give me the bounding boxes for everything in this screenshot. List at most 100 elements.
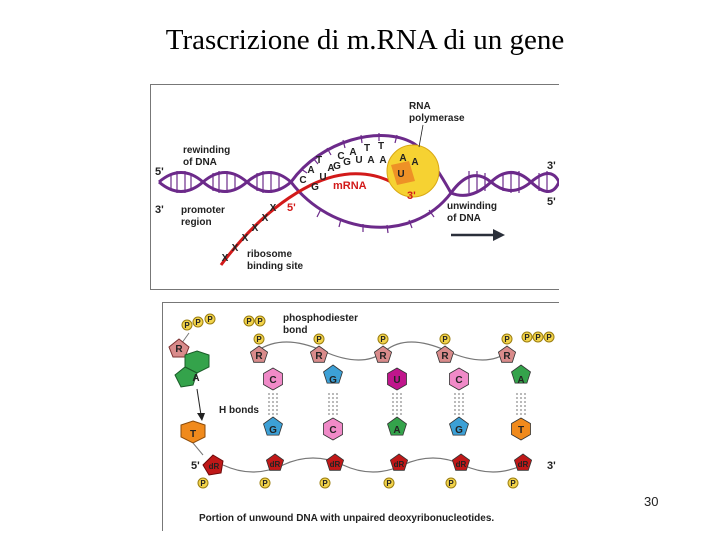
target-column: T dR P xyxy=(180,420,224,489)
right-phosphate-cluster-2 xyxy=(532,331,544,343)
free-base-label: A xyxy=(192,373,199,384)
polymerase-base-bottom-0: U xyxy=(397,169,404,180)
free-phosphate-2 xyxy=(192,316,204,328)
left-arc-base-2: T xyxy=(316,155,322,166)
label-phosphodiester-1: phosphodiester xyxy=(283,313,358,324)
top-phosphate-cluster-label-2: P xyxy=(257,317,263,326)
bottom-base-0 xyxy=(263,416,283,436)
top-ribose-4 xyxy=(497,345,517,363)
left-rna-base-2: A xyxy=(327,163,334,174)
page-number: 30 xyxy=(644,494,659,509)
top-phosphate-label-4: P xyxy=(504,335,510,344)
label-unwinding-1: unwinding xyxy=(447,201,497,212)
bottom-deoxyribose-2 xyxy=(389,453,409,471)
bottom-deoxyribose-label-4: dR xyxy=(518,460,529,469)
left-rna-base-1: U xyxy=(319,172,326,183)
bottom-phosphate-1 xyxy=(319,477,331,489)
top-phosphate-label-2: P xyxy=(380,335,386,344)
bottom-deoxyribose-3 xyxy=(451,453,471,471)
top-phosphate-label-1: P xyxy=(316,335,322,344)
top-phosphate-cluster-2 xyxy=(254,315,266,327)
top-ribose-label-0: R xyxy=(255,351,263,362)
bottom-base-1 xyxy=(323,417,343,441)
free-phosphate-1 xyxy=(181,319,193,331)
dna-strand-left-b xyxy=(158,171,292,193)
mrna-strand xyxy=(219,172,403,266)
end-5: 5' xyxy=(191,460,200,472)
top-base-2 xyxy=(387,367,407,391)
top-base-4 xyxy=(511,364,531,384)
rna-base-0: G xyxy=(333,161,341,172)
rna-base-4: A xyxy=(379,155,386,166)
right-phosphate-cluster-label-1: P xyxy=(524,333,530,342)
top-phosphate-3 xyxy=(439,333,451,345)
free-base-pent xyxy=(174,366,198,388)
polymerase-base-top-1: A xyxy=(411,157,418,168)
bottom-base-label-1: C xyxy=(329,425,336,436)
coding-strand xyxy=(289,181,453,229)
template-base-0: C xyxy=(337,151,344,162)
free-phosphate-label-2: P xyxy=(195,318,201,327)
template-ticks xyxy=(300,133,398,174)
free-phosphate-3 xyxy=(204,313,216,325)
bottom-phosphate-label-3: P xyxy=(448,479,454,488)
bottom-deoxyribose-1 xyxy=(325,453,345,471)
label-unwinding-2: of DNA xyxy=(447,213,481,224)
bottom-phosphate-0 xyxy=(259,477,271,489)
label-promoter-1: promoter xyxy=(181,205,225,216)
bottom-deoxyribose-label-0: dR xyxy=(270,460,281,469)
left-arc-base-1: A xyxy=(307,165,314,176)
top-phosphate-label-3: P xyxy=(442,335,448,344)
bottom-deoxyribose-label-2: dR xyxy=(394,460,405,469)
top-base-3 xyxy=(449,367,469,391)
bottom-deoxyribose-4 xyxy=(513,453,533,471)
bottom-deoxyribose-label-3: dR xyxy=(456,460,467,469)
slide-title: Trascrizione di m.RNA di un gene xyxy=(165,24,565,56)
end-mrna-3: 3' xyxy=(407,190,416,202)
bottom-base-label-0: G xyxy=(269,425,277,436)
svg-text:X: X xyxy=(222,253,229,264)
label-phosphodiester-2: bond xyxy=(283,325,307,336)
nucleotides-diagram: P P P R A H bonds phosphodiester bond P … xyxy=(162,302,559,531)
top-ribose-0 xyxy=(249,345,269,363)
end-right-top: 3' xyxy=(547,160,556,172)
target-deoxyribose xyxy=(202,454,224,476)
bottom-base-2 xyxy=(387,416,407,436)
bottom-base-label-2: A xyxy=(393,425,400,436)
free-base-arrow xyxy=(196,388,202,416)
top-phosphate-4 xyxy=(501,333,513,345)
dna-strand-left-a xyxy=(158,171,292,193)
top-base-label-0: C xyxy=(269,375,276,386)
label-rewinding-2: of DNA xyxy=(183,157,217,168)
label-ribosome-2: binding site xyxy=(247,261,304,272)
target-phosphate xyxy=(197,477,209,489)
svg-text:X: X xyxy=(242,233,249,244)
polymerase-pointer xyxy=(418,124,424,148)
right-phosphate-cluster-label-2: P xyxy=(535,333,541,342)
rna-base-1: G xyxy=(343,157,351,168)
top-phosphate-1 xyxy=(313,333,325,345)
rna-base-2: U xyxy=(355,155,362,166)
bottom-base-3 xyxy=(449,416,469,436)
end-left-bottom: 3' xyxy=(155,204,164,216)
template-base-3: T xyxy=(378,141,384,152)
direction-arrow-head xyxy=(493,229,505,241)
top-ribose-2 xyxy=(373,345,393,363)
right-phosphate-cluster-3 xyxy=(543,331,555,343)
top-phosphate-2 xyxy=(377,333,389,345)
top-phosphate-cluster-1 xyxy=(243,315,255,327)
bottom-phosphate-label-0: P xyxy=(262,479,268,488)
top-base-label-1: G xyxy=(329,375,337,386)
top-ribose-label-1: R xyxy=(315,351,323,362)
svg-text:X: X xyxy=(270,203,277,214)
nucleotides-svg: P P P R A H bonds phosphodiester bond P … xyxy=(168,313,556,524)
target-phosphate-label: P xyxy=(200,479,206,488)
bottom-base-label-4: T xyxy=(518,425,524,436)
top-base-label-3: C xyxy=(455,375,462,386)
rna-base-3: A xyxy=(367,155,374,166)
label-promoter-2: region xyxy=(181,217,212,228)
free-nucleotide: P P P R A xyxy=(168,313,216,421)
top-ribose-label-2: R xyxy=(379,351,387,362)
